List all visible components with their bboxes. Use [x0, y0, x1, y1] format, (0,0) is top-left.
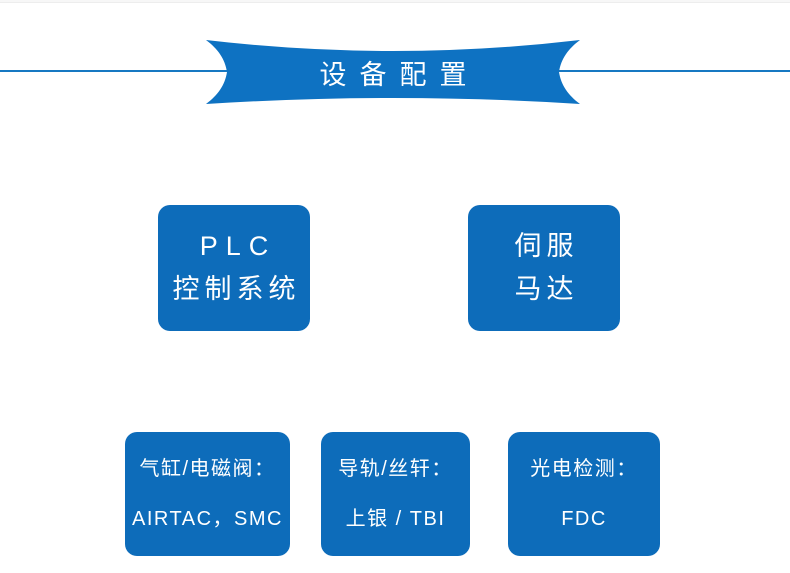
card-cylinder-solenoid-valve: 气缸/电磁阀： AIRTAC，SMC: [125, 432, 290, 556]
section-title: 设备配置: [319, 59, 480, 90]
card-guide-rail-screw: 导轨/丝轩： 上银 / TBI: [321, 432, 470, 556]
card-rail-label: 导轨/丝轩：: [338, 458, 453, 480]
card-photo-brands: FDC: [561, 508, 607, 530]
card-servo-line2: 马达: [514, 274, 579, 304]
card-rail-brands: 上银 / TBI: [345, 508, 446, 530]
card-photo-label: 光电检测：: [530, 458, 638, 480]
section-title-ribbon: 设备配置: [203, 37, 583, 107]
top-separator-strip: [0, 0, 790, 3]
card-cylinder-brands: AIRTAC，SMC: [132, 508, 283, 530]
card-servo-line1: 伺服: [514, 231, 579, 261]
card-plc-control-system: PLC 控制系统: [158, 205, 310, 331]
card-plc-line2: 控制系统: [172, 274, 301, 304]
card-servo-motor: 伺服 马达: [468, 205, 620, 331]
card-plc-line1: PLC: [199, 231, 277, 261]
ribbon-banner-icon: [206, 40, 580, 104]
card-photoelectric-detection: 光电检测： FDC: [508, 432, 660, 556]
card-cylinder-label: 气缸/电磁阀：: [139, 458, 276, 480]
